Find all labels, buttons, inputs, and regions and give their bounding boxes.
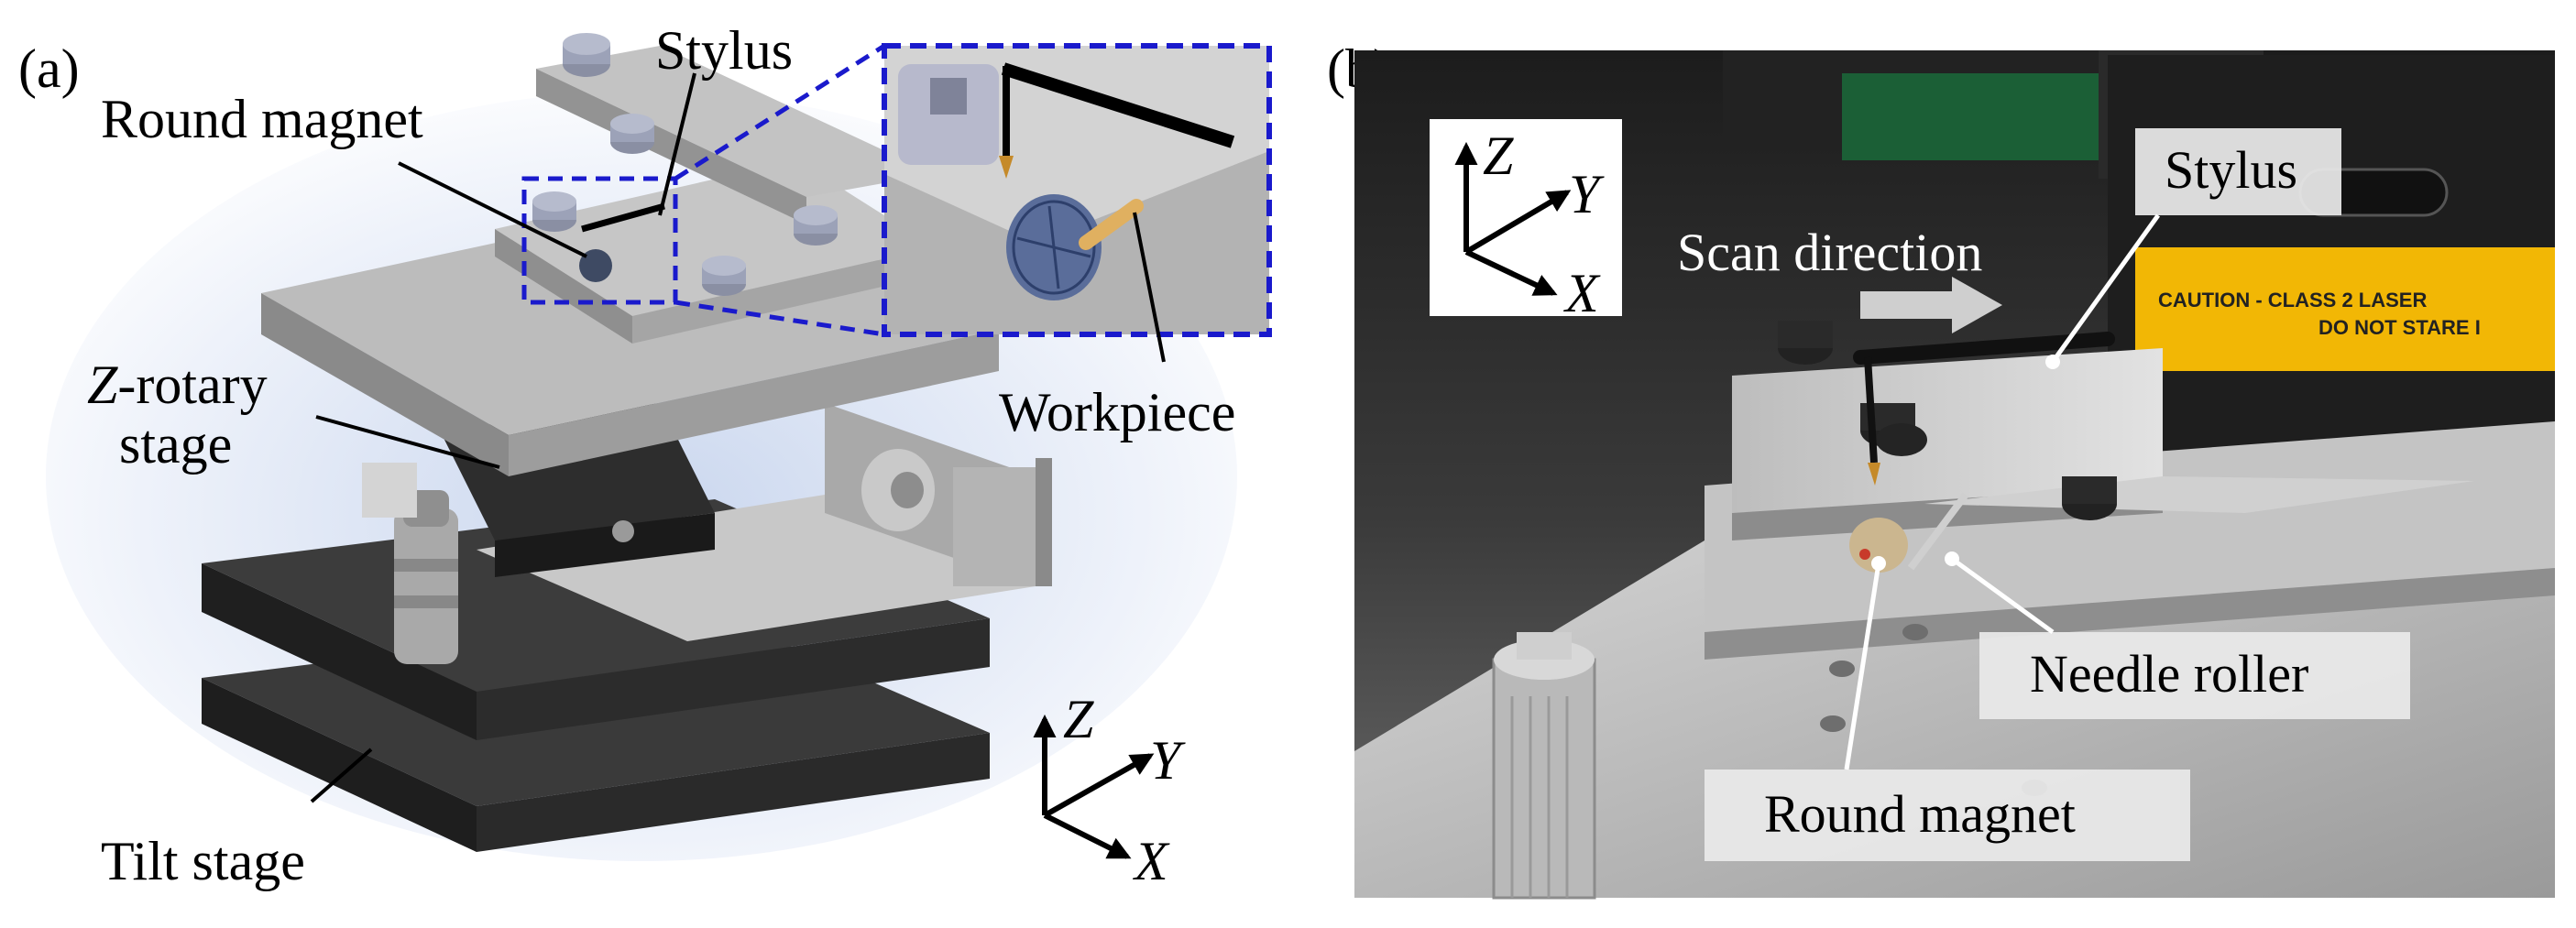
- inset-workpiece-pin: [1079, 199, 1144, 250]
- photo-needle-roller: [1907, 492, 1969, 571]
- sensor-caution-text-2: DO NOT STARE I: [2318, 316, 2481, 339]
- label-stylus-a: Stylus: [655, 20, 793, 81]
- leader-needle-roller: [1950, 556, 2055, 635]
- scan-direction-arrow: [1860, 277, 2002, 333]
- aluminium-stage: [1354, 321, 2555, 898]
- label-round-magnet-b: Round magnet: [1764, 784, 2076, 844]
- photo-micrometer: [1492, 632, 1596, 900]
- label-stylus-b: Stylus: [2165, 140, 2297, 200]
- label-needle-roller: Needle roller: [2030, 644, 2308, 704]
- axis-a-x-label: X: [1133, 831, 1170, 891]
- label-z-rotary-stage: Z-rotary: [87, 355, 268, 415]
- axes-a: [1033, 714, 1155, 859]
- axis-a-y-label: Y: [1150, 730, 1186, 791]
- callout-stylus-box: [2135, 128, 2341, 215]
- panel-b-photo: (b) CAUTION - CLASS 2 LASER DO NOT STARE…: [1327, 38, 2555, 900]
- axis-a-y-arrow: [1043, 753, 1155, 818]
- label-z-rotary-italic: Z: [87, 355, 118, 415]
- leader-round-magnet-b: [1844, 562, 1881, 770]
- axis-b-y-arrow: [1464, 190, 1572, 255]
- label-scan-direction: Scan direction: [1677, 223, 1982, 282]
- detail-selection-box: [521, 176, 678, 305]
- label-workpiece: Workpiece: [999, 382, 1235, 442]
- label-z-rotary-rest: -rotary: [117, 355, 267, 415]
- axes-b: [1454, 141, 1572, 296]
- panel-a-label: (a): [18, 38, 80, 99]
- inset-border: [882, 43, 1272, 337]
- callout-needle-roller-box: [1979, 632, 2410, 719]
- axis-b-y-label: Y: [1569, 164, 1605, 224]
- label-z-rotary-stage-line2: stage: [119, 414, 232, 475]
- detail-callout: [521, 43, 1272, 337]
- axis-b-x-label: X: [1563, 263, 1601, 323]
- label-tilt-stage: Tilt stage: [101, 831, 305, 891]
- panel-a-leader-lines: [310, 72, 1166, 803]
- panel-a-cad-model: (a) Stylus Round magnet Z-rotary stage W…: [18, 20, 1272, 891]
- axis-b-x-arrow: [1464, 249, 1558, 296]
- callout-round-magnet-box: [1705, 770, 2190, 861]
- axis-a-z-label: Z: [1063, 689, 1094, 749]
- axis-b-z-label: Z: [1483, 126, 1514, 186]
- micrometer-knob: [362, 463, 458, 664]
- holder-block: [495, 33, 935, 344]
- label-round-magnet-a: Round magnet: [101, 89, 423, 149]
- sensor-caution-text: CAUTION - CLASS 2 LASER: [2158, 289, 2427, 311]
- axis-a-x-arrow: [1043, 813, 1132, 859]
- leader-stylus-b: [2050, 213, 2161, 364]
- linear-stage-block: [477, 403, 1052, 641]
